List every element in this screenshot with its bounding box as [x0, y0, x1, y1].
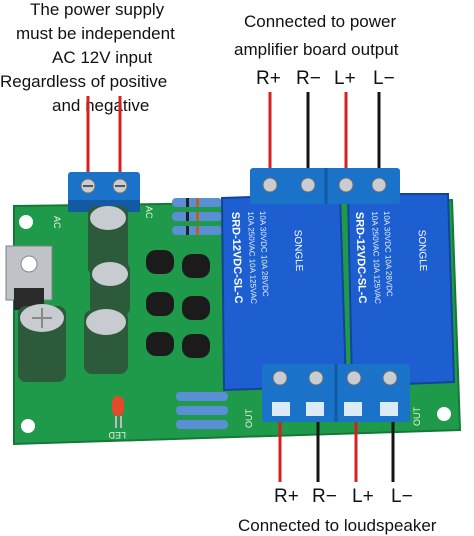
svg-text:10A 30VDC 10A 28VDC: 10A 30VDC 10A 28VDC [258, 211, 270, 297]
top-right-line2: amplifier board output [234, 40, 399, 59]
svg-text:SONGLE: SONGLE [416, 230, 428, 272]
capacitor [88, 206, 128, 276]
power-note-line5: and negative [52, 96, 150, 115]
relay-left-channel [346, 193, 456, 388]
power-note-line2: must be independent [16, 24, 175, 43]
svg-text:SRD-12VDC-SL-C: SRD-12VDC-SL-C [229, 212, 244, 304]
power-note-line1: The power supply [30, 0, 165, 19]
top-right-line1: Connected to power [244, 12, 397, 31]
svg-text:SRD-12VDC-SL-C: SRD-12VDC-SL-C [353, 212, 368, 304]
bottom-terminal-label-r-minus: R− [312, 486, 337, 507]
bottom-output-terminal-block [262, 364, 410, 422]
silk-ac-right: AC [144, 206, 154, 219]
silk-out-left: OUT [244, 409, 254, 429]
mounting-hole [21, 419, 35, 433]
bottom-terminal-label-r-plus: R+ [274, 486, 299, 507]
transistor-group [146, 250, 210, 358]
svg-text:SONGLE: SONGLE [292, 230, 304, 272]
relay-right-print: SRD-12VDC-SL-C 10A 250VAC 10A 125VAC 10A… [229, 211, 304, 305]
capacitor [84, 309, 128, 374]
resistor-group [172, 198, 222, 235]
top-output-terminal-block [250, 168, 400, 204]
power-note-line4: Regardless of positive [0, 72, 168, 91]
top-terminal-label-l-plus: L+ [334, 68, 356, 89]
svg-text:10A 250VAC 10A 125VAC: 10A 250VAC 10A 125VAC [370, 211, 382, 304]
relay-left-print: SRD-12VDC-SL-C 10A 250VAC 10A 125VAC 10A… [353, 211, 428, 305]
silk-led: LED [108, 430, 126, 440]
svg-text:10A 250VAC 10A 125VAC: 10A 250VAC 10A 125VAC [246, 211, 258, 304]
capacitor [90, 262, 130, 316]
silk-ac-left: AC [52, 216, 62, 229]
top-terminal-label-r-minus: R− [296, 68, 321, 89]
led [112, 396, 124, 428]
bottom-terminal-label-l-minus: L− [391, 486, 413, 507]
bottom-terminal-label-l-plus: L+ [352, 486, 374, 507]
bottom-caption: Connected to loudspeaker [238, 516, 437, 535]
top-terminal-label-l-minus: L− [373, 68, 395, 89]
mounting-hole [437, 407, 451, 421]
top-terminal-label-r-plus: R+ [256, 68, 281, 89]
silk-out-right: OUT [412, 407, 422, 427]
capacitor [18, 304, 66, 382]
resistor-group [176, 392, 228, 429]
mounting-hole [19, 215, 33, 229]
power-note-line3: AC 12V input [52, 48, 153, 67]
svg-text:10A 30VDC 10A 28VDC: 10A 30VDC 10A 28VDC [382, 211, 394, 297]
